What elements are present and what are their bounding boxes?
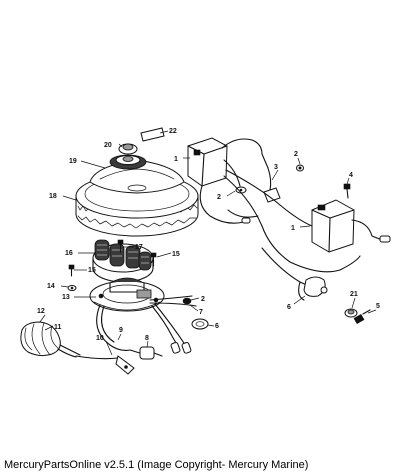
callout-12: 12 [37, 308, 45, 315]
callout-21: 21 [350, 291, 358, 298]
wire-grommet[interactable] [303, 276, 328, 297]
stator-screw[interactable] [117, 239, 124, 253]
callout-2c: 2 [201, 296, 205, 303]
timer-base[interactable] [89, 277, 165, 312]
image-caption: MercuryPartsOnline v2.5.1 (Image Copyrig… [4, 459, 309, 471]
flywheel[interactable] [75, 154, 199, 237]
callout-4: 4 [349, 172, 353, 179]
decal[interactable] [140, 127, 165, 142]
callout-6b: 6 [215, 323, 219, 330]
callout-20: 20 [104, 142, 112, 149]
callout-13: 13 [62, 294, 70, 301]
callout-17: 17 [135, 244, 143, 251]
leader-lines [39, 130, 377, 356]
coil-screw[interactable] [343, 183, 351, 199]
coil-nut[interactable] [296, 164, 304, 172]
callout-15b: 15 [88, 267, 96, 274]
mounting-screw[interactable] [353, 309, 371, 325]
callout-16: 16 [65, 250, 73, 257]
washer[interactable] [67, 285, 77, 291]
coil-harness[interactable] [20, 321, 81, 358]
ground-wire[interactable] [75, 355, 135, 375]
callout-14: 14 [47, 283, 55, 290]
callout-labels: 22 20 19 18 16 17 15 15 14 13 1 3 2 2 4 … [37, 128, 380, 342]
stator-screw[interactable] [150, 252, 157, 267]
callout-11: 11 [54, 324, 62, 331]
flywheel-nut[interactable] [118, 143, 138, 155]
stator-coils[interactable] [92, 239, 154, 283]
grommet[interactable] [191, 318, 209, 330]
callout-1a: 1 [174, 156, 178, 163]
lead-wire[interactable] [96, 304, 163, 360]
callout-15a: 15 [172, 251, 180, 258]
callout-2a: 2 [217, 194, 221, 201]
callout-19: 19 [69, 158, 77, 165]
terminal-nut[interactable] [344, 308, 358, 318]
callout-5: 5 [376, 303, 380, 310]
callout-2b: 2 [294, 151, 298, 158]
callout-7: 7 [199, 309, 203, 316]
callout-8: 8 [145, 335, 149, 342]
callout-18: 18 [49, 193, 57, 200]
callout-3: 3 [274, 164, 278, 171]
spark-plug-boot[interactable] [263, 167, 281, 203]
callout-10: 10 [96, 335, 104, 342]
callout-6a: 6 [287, 304, 291, 311]
callout-22: 22 [169, 128, 177, 135]
callout-1b: 1 [291, 225, 295, 232]
ignition-coil-lower[interactable] [311, 199, 391, 253]
stator-screw[interactable] [68, 264, 75, 277]
terminal-nut[interactable] [182, 297, 192, 305]
callout-9: 9 [119, 327, 123, 334]
base-wiring[interactable] [149, 295, 197, 354]
